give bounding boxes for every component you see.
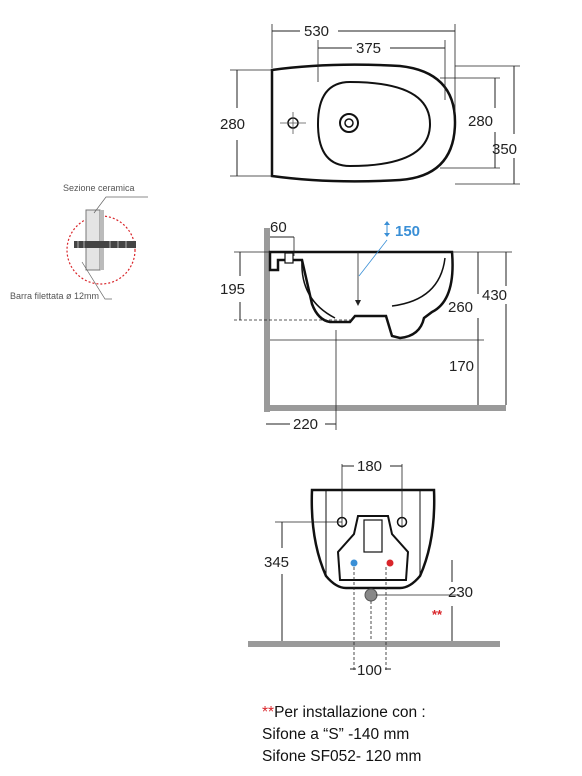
hot-water-icon	[386, 559, 394, 567]
floor	[264, 405, 506, 411]
dim-height-floor: 170	[449, 358, 474, 375]
dim-wall-offset: 60	[270, 219, 287, 236]
dim-height-right-total: 350	[492, 141, 517, 158]
side-view-outline	[268, 250, 454, 340]
note-line-3: Sifone SF052- 120 mm	[262, 748, 422, 765]
front-floor	[248, 641, 500, 647]
drain-note-marker: **	[432, 607, 443, 622]
note-line-2: Sifone a “S” -140 mm	[262, 726, 410, 743]
dim-drain-width: 100	[357, 662, 382, 679]
dim-depth: 220	[293, 416, 318, 433]
top-view: 530 375 280 280 350	[220, 23, 520, 185]
dim-flow: 150	[395, 223, 420, 240]
cold-water-icon	[350, 559, 358, 567]
note-line-1-text: Per installazione con :	[274, 704, 426, 721]
installation-note: **Per installazione con : Sifone a “S” -…	[262, 702, 426, 768]
dim-height-left: 280	[220, 116, 245, 133]
front-view: 180 345 230 ** 100	[248, 458, 500, 679]
label-ceramic-section: Sezione ceramica	[63, 183, 135, 193]
dim-width-inner: 375	[356, 40, 381, 57]
dim-height-mid: 260	[448, 299, 473, 316]
dim-front-height: 345	[264, 554, 289, 571]
dim-height-upper: 195	[220, 281, 245, 298]
dim-fixings-width: 180	[357, 458, 382, 475]
drain-icon	[364, 588, 378, 602]
top-view-bowl	[316, 80, 432, 168]
detail-circle	[66, 215, 136, 285]
note-line-1: **Per installazione con :	[262, 702, 426, 724]
label-threaded-rod: Barra filettata ø 12mm	[10, 291, 99, 301]
dim-width-total: 530	[304, 23, 329, 40]
side-view: 60 150 195 260 430 170 220	[220, 219, 512, 433]
dim-height-total: 430	[482, 287, 507, 304]
dim-height-right-inner: 280	[468, 113, 493, 130]
dim-drain-height: 230	[448, 584, 473, 601]
section-detail: Sezione ceramica Barra filettata ø 12mm	[10, 183, 148, 301]
note-marker: **	[262, 704, 275, 721]
